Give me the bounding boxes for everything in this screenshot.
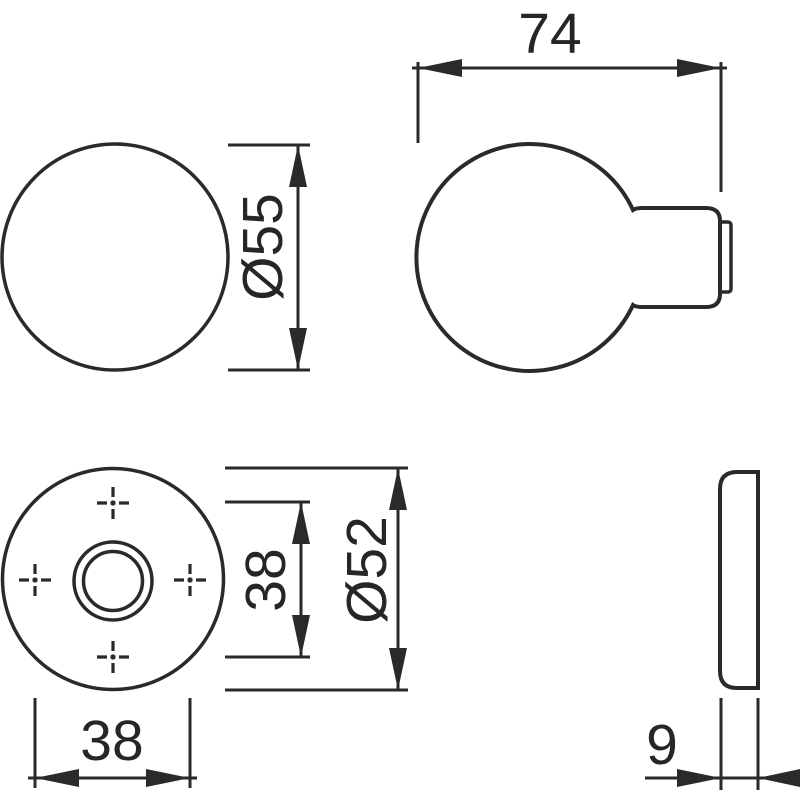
view-knob-side xyxy=(414,142,733,373)
dimension-label-knob-diameter: Ø55 xyxy=(231,193,295,301)
dimension-label-knob-depth: 74 xyxy=(518,2,581,66)
screw-hole-center-mark-bottom xyxy=(97,641,129,673)
rose-side-outline xyxy=(718,470,760,690)
knob-side-outline xyxy=(414,142,722,373)
arrowhead-up xyxy=(292,502,310,544)
dim-knob-depth: 74 xyxy=(412,2,727,192)
arrowhead-down xyxy=(389,648,407,690)
arrowhead-pointing-right xyxy=(677,769,721,787)
dim-hole-spacing-vertical: 38 xyxy=(225,500,310,659)
dimension-label-hole-spacing-horizontal: 38 xyxy=(80,709,143,773)
dim-rose-thickness: 9 xyxy=(645,698,800,790)
arrowhead-right xyxy=(677,59,721,77)
view-rose-side xyxy=(718,470,760,690)
arrowhead-down xyxy=(292,615,310,657)
dimension-label-rose-diameter: Ø52 xyxy=(335,516,399,624)
view-knob-front xyxy=(0,142,230,372)
view-rose-front xyxy=(0,466,226,692)
knob-front-outline xyxy=(0,142,230,372)
arrowhead-down xyxy=(289,328,307,370)
arrowhead-pointing-left xyxy=(758,769,800,787)
arrowhead-up xyxy=(289,145,307,187)
dimension-label-hole-spacing-vertical: 38 xyxy=(234,548,298,611)
spindle-hole-outer xyxy=(72,540,154,622)
arrowhead-left xyxy=(418,59,462,77)
rose-front-outline xyxy=(0,466,226,692)
dim-knob-diameter: Ø55 xyxy=(228,143,310,372)
arrowhead-right xyxy=(146,769,190,787)
dimension-label-rose-thickness: 9 xyxy=(646,713,678,777)
screw-hole-center-mark-left xyxy=(19,564,51,596)
dim-hole-spacing-horizontal: 38 xyxy=(28,698,197,788)
dim-rose-diameter: Ø52 xyxy=(225,466,408,692)
arrowhead-left xyxy=(35,769,79,787)
screw-hole-center-mark-right xyxy=(174,564,206,596)
screw-hole-center-mark-top xyxy=(97,487,129,519)
spindle-hole-inner xyxy=(81,549,145,613)
arrowhead-up xyxy=(389,468,407,510)
